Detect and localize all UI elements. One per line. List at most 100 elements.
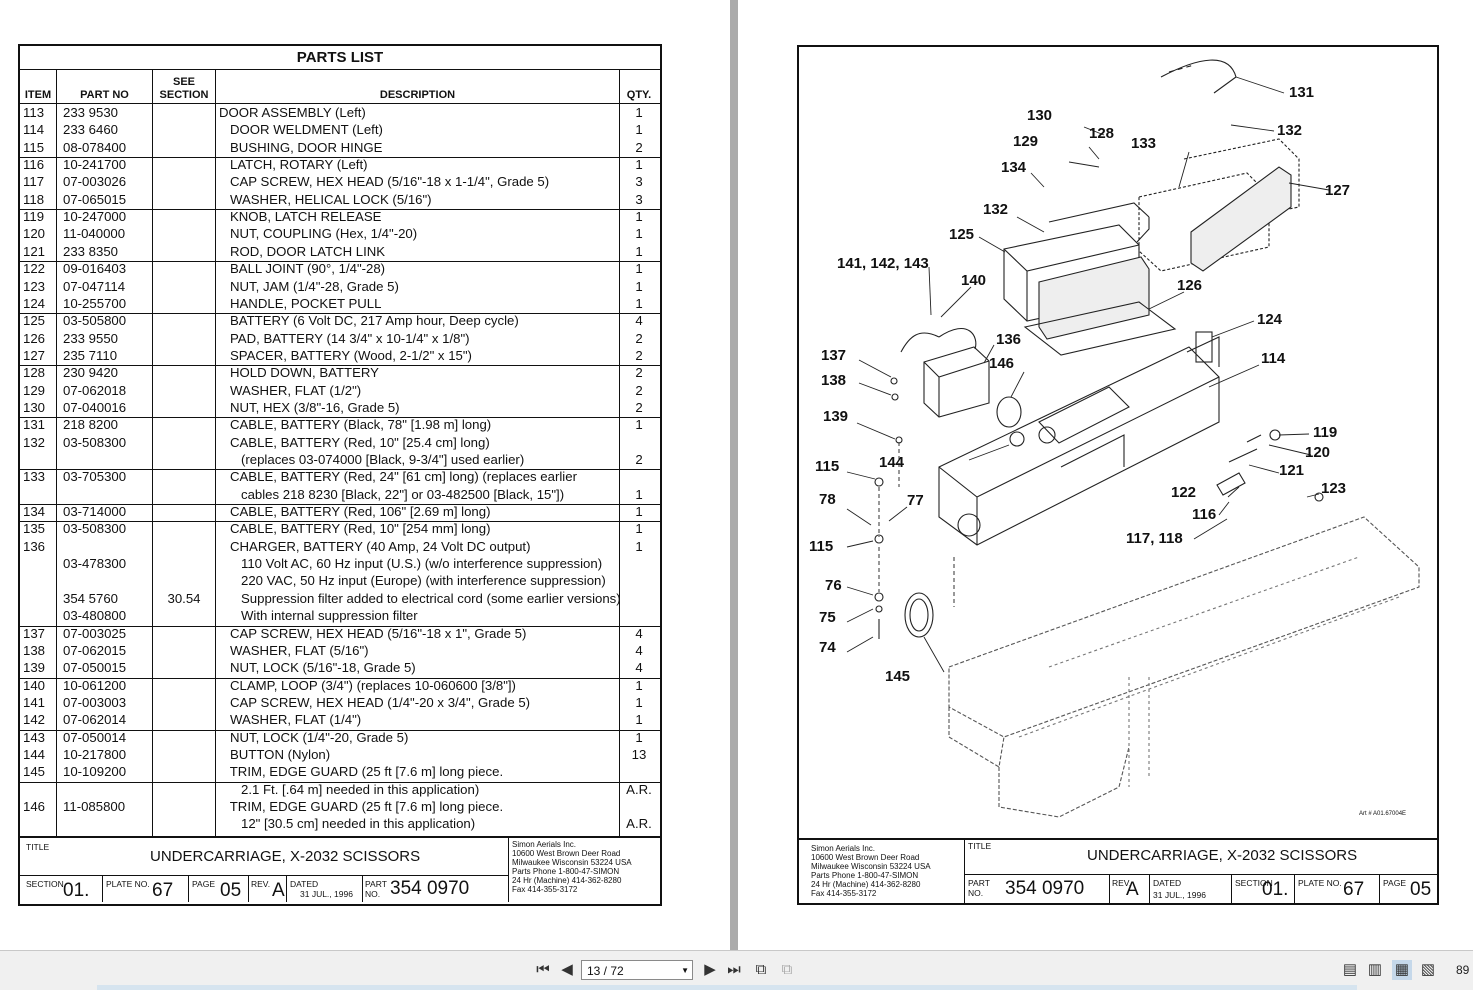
column-header-part-no: PART NO <box>80 89 129 101</box>
drawing-title: UNDERCARRIAGE, X-2032 SCISSORS <box>150 848 421 865</box>
qty-cell: 1 <box>635 677 643 693</box>
chevron-down-icon[interactable]: ▼ <box>681 966 689 975</box>
description-cell: NUT, LOCK (1/4"-20, Grade 5) <box>219 729 409 745</box>
single-page-icon[interactable]: ▤ <box>1342 961 1358 978</box>
item-cell: 116 <box>23 157 45 173</box>
description-cell: WASHER, FLAT (1/2") <box>219 382 362 398</box>
callout-label: 123 <box>1321 480 1346 497</box>
part-no-cell: 03-505800 <box>63 313 127 329</box>
part-no-cell: 10-109200 <box>63 764 127 780</box>
qty-cell: 4 <box>635 660 643 676</box>
qty-cell: 1 <box>635 486 643 502</box>
qty-cell: 3 <box>635 191 643 207</box>
item-cell: 139 <box>23 660 46 676</box>
callout-label: 138 <box>821 372 846 389</box>
qty-cell: 1 <box>635 521 643 537</box>
item-cell: 135 <box>23 521 46 537</box>
column-header-description: DESCRIPTION <box>379 89 456 101</box>
callout-label: 134 <box>1001 159 1027 176</box>
callout-label: 77 <box>907 492 924 509</box>
item-cell: 128 <box>23 365 46 381</box>
callout-label: 145 <box>885 668 910 685</box>
item-cell: 131 <box>23 417 46 433</box>
two-page-icon[interactable]: ▦ <box>1392 960 1412 980</box>
part-number-right: 354 0970 <box>1005 878 1085 899</box>
item-cell: 126 <box>23 330 46 346</box>
item-cell: 124 <box>23 295 46 311</box>
qty-cell: 1 <box>635 729 643 745</box>
item-cell: 142 <box>23 712 46 728</box>
qty-cell: 4 <box>635 642 643 658</box>
description-cell: CAP SCREW, HEX HEAD (1/4"-20 x 3/4", Gra… <box>219 694 531 710</box>
part-no-cell: 07-003026 <box>63 174 127 190</box>
fit-width-icon[interactable]: ⧉ <box>781 961 793 978</box>
first-page-icon[interactable]: ⏮ <box>536 961 550 978</box>
qty-cell: 1 <box>635 209 643 225</box>
description-cell: CABLE, BATTERY (Red, 10" [25.4 cm] long) <box>219 434 490 450</box>
item-cell: 119 <box>23 209 45 225</box>
callout-label: 119 <box>1313 424 1337 441</box>
part-no-cell: 07-062015 <box>63 642 127 658</box>
description-cell: SPACER, BATTERY (Wood, 2-1/2" x 15") <box>219 347 472 363</box>
item-cell: 132 <box>23 434 46 450</box>
part-no-cell: 11-085800 <box>63 799 126 814</box>
qty-cell: 2 <box>635 347 643 363</box>
table-row: 03-478300 110 Volt AC, 60 Hz input (U.S.… <box>20 555 660 572</box>
callout-label: 114 <box>1261 350 1286 367</box>
next-page-icon[interactable]: ▶ <box>704 961 716 978</box>
qty-cell: 2 <box>635 399 643 415</box>
previous-page-icon[interactable]: ◀ <box>561 961 573 978</box>
description-cell: cables 218 8230 [Black, 22"] or 03-48250… <box>219 486 565 502</box>
description-cell: CABLE, BATTERY (Red, 24" [61 cm] long) (… <box>219 469 577 485</box>
part-no-cell: 07-050014 <box>63 729 127 745</box>
item-cell: 133 <box>23 469 46 485</box>
item-cell: 121 <box>23 243 46 259</box>
table-row: 2.1 Ft. [.64 m] needed in this applicati… <box>20 781 660 798</box>
last-page-icon[interactable]: ⏭ <box>727 961 741 978</box>
qty-cell: 1 <box>635 157 643 173</box>
item-cell: 114 <box>23 122 45 138</box>
page-number-input[interactable]: 13 / 72▼ <box>581 960 693 980</box>
callout-label: 124 <box>1257 311 1283 328</box>
qty-cell: 1 <box>635 122 643 138</box>
part-no-cell: 03-508300 <box>63 521 127 537</box>
horizontal-scrollbar[interactable] <box>97 985 1357 990</box>
item-cell: 140 <box>23 677 46 693</box>
description-cell: Suppression filter added to electrical c… <box>219 590 621 606</box>
item-cell: 115 <box>23 139 45 155</box>
qty-cell: 1 <box>635 694 643 710</box>
cable-131-shape <box>1160 59 1237 94</box>
continuous-icon[interactable]: ▥ <box>1367 961 1383 978</box>
part-no-cell: 230 9420 <box>63 365 119 381</box>
callout-label: 121 <box>1279 462 1304 479</box>
chassis-shape <box>948 516 1420 738</box>
item-cell: 123 <box>23 278 46 294</box>
description-cell: CAP SCREW, HEX HEAD (5/16"-18 x 1", Grad… <box>219 625 527 641</box>
part-no-cell: 03-508300 <box>63 434 127 450</box>
part-no-cell: 08-078400 <box>63 139 127 155</box>
description-cell: HOLD DOWN, BATTERY <box>219 365 379 381</box>
part-no-cell: 10-255700 <box>63 295 127 311</box>
two-page-continuous-icon[interactable]: ▧ <box>1420 961 1436 978</box>
part-no-cell: 07-062014 <box>63 712 127 728</box>
part-no-cell: 07-050015 <box>63 660 127 676</box>
table-row: (replaces 03-074000 [Black, 9-3/4"] used… <box>20 451 660 468</box>
description-cell: CLAMP, LOOP (3/4") (replaces 10-060600 [… <box>219 677 516 693</box>
page-number: 05 <box>220 880 242 901</box>
qty-cell: 3 <box>635 174 643 190</box>
zoom-level[interactable]: 89 <box>1456 963 1470 977</box>
fit-page-icon[interactable]: ⧉ <box>755 961 767 978</box>
callout-label: 139 <box>823 408 848 425</box>
item-cell: 130 <box>23 399 46 415</box>
column-header-qty: QTY. <box>626 89 652 101</box>
